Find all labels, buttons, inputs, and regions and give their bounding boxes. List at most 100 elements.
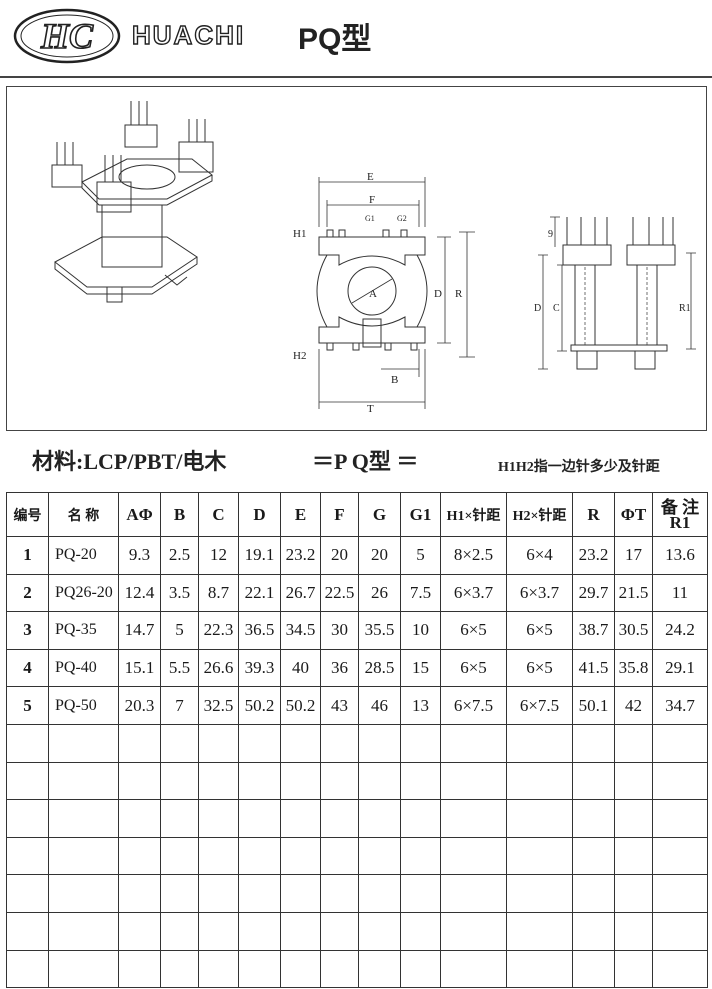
type-label: ＝P Q型 ＝ — [312, 449, 419, 474]
table-cell-empty — [358, 911, 401, 951]
table-cell: 9.3 — [118, 536, 161, 575]
table-cell: 5.5 — [160, 648, 199, 688]
table-cell-empty — [652, 949, 708, 989]
label-D-side: D — [534, 303, 541, 314]
header-divider — [0, 76, 712, 78]
header-cell: 编号 — [6, 492, 49, 537]
table-cell: 6×3.7 — [506, 573, 573, 613]
table-cell-empty — [320, 874, 359, 913]
table-cell-empty — [198, 911, 239, 951]
label-G1: G1 — [365, 214, 375, 223]
table-cell-empty — [506, 836, 573, 876]
table-cell-empty — [400, 723, 441, 763]
material-text: 材料:LCP/PBT/电木 — [32, 449, 227, 474]
table-cell-empty — [614, 836, 653, 876]
label-C: C — [553, 303, 560, 314]
table-cell-empty — [614, 911, 653, 951]
spec-table: 编号 名 称 AΦ B C D E F G G1 H1×针距 H2×针距 R Φ… — [6, 492, 708, 989]
table-cell-empty — [118, 799, 161, 838]
table-cell-empty — [440, 949, 507, 989]
table-cell-empty — [440, 836, 507, 876]
table-cell: 3.5 — [160, 573, 199, 613]
label-B: B — [391, 374, 398, 386]
header-cell: B — [160, 492, 199, 537]
table-cell: 6×3.7 — [440, 573, 507, 613]
table-cell-empty — [400, 874, 441, 913]
table-cell: 50.2 — [280, 686, 321, 725]
table-cell: 38.7 — [572, 611, 615, 650]
table-cell-empty — [572, 723, 615, 763]
label-A: A — [369, 288, 377, 300]
table-cell-empty — [320, 836, 359, 876]
table-cell-empty — [572, 874, 615, 913]
table-cell: 19.1 — [238, 536, 281, 575]
table-cell-empty — [358, 874, 401, 913]
label-9: 9 — [548, 229, 553, 240]
table-cell-empty — [48, 761, 119, 801]
huachi-logo: HC — [13, 8, 121, 64]
table-cell: 43 — [320, 686, 359, 725]
table-cell-empty — [238, 911, 281, 951]
label-F: F — [369, 194, 375, 206]
table-cell: 4 — [6, 648, 49, 688]
table-cell-empty — [572, 911, 615, 951]
table-cell-empty — [320, 911, 359, 951]
page-header: HC HUACHI PQ型 — [0, 0, 712, 78]
table-cell-empty — [6, 874, 49, 913]
table-cell-empty — [440, 874, 507, 913]
table-cell: 35.5 — [358, 611, 401, 650]
table-cell-empty — [6, 723, 49, 763]
table-cell-empty — [400, 836, 441, 876]
label-H2: H2 — [293, 350, 306, 362]
table-cell: 20 — [358, 536, 401, 575]
table-cell: 36 — [320, 648, 359, 688]
table-cell: 7 — [160, 686, 199, 725]
table-cell: 40 — [280, 648, 321, 688]
table-cell-empty — [6, 949, 49, 989]
table-cell-empty — [160, 723, 199, 763]
table-cell-empty — [400, 949, 441, 989]
table-cell-empty — [358, 761, 401, 801]
table-cell-empty — [238, 799, 281, 838]
table-cell: 12 — [198, 536, 239, 575]
table-cell-empty — [280, 723, 321, 763]
info-line: 材料:LCP/PBT/电木 ＝P Q型 ＝ H1H2指一边针多少及针距 — [0, 440, 712, 480]
table-cell-empty — [280, 799, 321, 838]
table-cell: 26 — [358, 573, 401, 613]
label-T: T — [367, 403, 374, 415]
table-row-empty — [6, 761, 708, 801]
header-cell: R — [572, 492, 615, 537]
table-cell: 2 — [6, 573, 49, 613]
table-cell: 1 — [6, 536, 49, 575]
header-cell-remark: 备 注 R1 — [652, 492, 708, 537]
table-cell: 50.1 — [572, 686, 615, 725]
table-cell: 15 — [400, 648, 441, 688]
drawing-frame: E F G1 G2 H1 H2 A D R B T — [6, 86, 707, 431]
table-cell: 5 — [160, 611, 199, 650]
table-cell: 34.5 — [280, 611, 321, 650]
table-cell-empty — [320, 761, 359, 801]
table-cell-empty — [572, 761, 615, 801]
table-cell-empty — [118, 836, 161, 876]
table-cell: 6×7.5 — [440, 686, 507, 725]
bobbin-3d-view — [51, 101, 214, 303]
table-cell-empty — [400, 911, 441, 951]
table-row-empty — [6, 799, 708, 838]
header-cell: AΦ — [118, 492, 161, 537]
logo-letters: HC — [40, 16, 94, 56]
table-cell: 20.3 — [118, 686, 161, 725]
table-cell-empty — [198, 799, 239, 838]
table-cell-empty — [400, 799, 441, 838]
table-cell-empty — [238, 874, 281, 913]
table-cell-empty — [614, 799, 653, 838]
table-cell: 2.5 — [160, 536, 199, 575]
table-cell: 6×5 — [506, 611, 573, 650]
header-cell: F — [320, 492, 359, 537]
table-row-empty — [6, 874, 708, 913]
table-cell-empty — [280, 874, 321, 913]
table-cell-empty — [572, 836, 615, 876]
table-cell: 13 — [400, 686, 441, 725]
header-cell: H1×针距 — [440, 492, 507, 537]
table-cell-empty — [160, 911, 199, 951]
